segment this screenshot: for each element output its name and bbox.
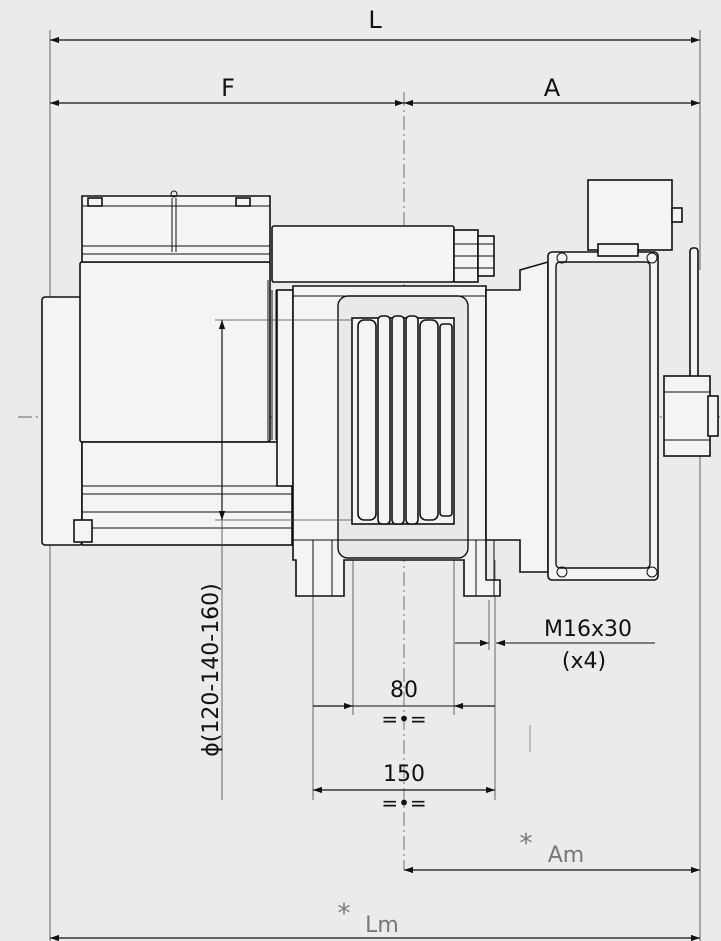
- dimension-f: F: [50, 74, 404, 107]
- dimension-am: * Am: [404, 829, 700, 874]
- dimension-l: L: [50, 6, 700, 44]
- dimension-80: 80 =•=: [313, 678, 495, 731]
- label-80: 80: [390, 678, 418, 703]
- dimension-diameter: ϕ(120-140-160): [199, 319, 352, 800]
- label-l: L: [368, 6, 382, 34]
- brake-lever: [663, 247, 719, 457]
- star-lm: *: [338, 899, 351, 929]
- label-150: 150: [383, 762, 425, 787]
- motor-body: [41, 261, 294, 546]
- fan-cover: [81, 190, 271, 263]
- dimension-150: 150 =•=: [313, 762, 495, 815]
- dimension-lm: * Lm: [50, 899, 700, 941]
- dimension-bolt: M16x30 (x4): [455, 617, 655, 674]
- label-a: A: [544, 74, 561, 102]
- label-lm: Lm: [365, 913, 399, 938]
- star-am: *: [520, 829, 533, 859]
- terminal-box: [271, 225, 495, 283]
- brake-flange: [485, 251, 659, 581]
- label-bolt-count: (x4): [562, 649, 606, 674]
- traction-sheave: [351, 315, 455, 525]
- symmetry-mark-80: =•=: [381, 707, 426, 731]
- encoder-box: [587, 179, 683, 257]
- label-diameter: ϕ(120-140-160): [199, 583, 224, 757]
- symmetry-mark-150: =•=: [381, 791, 426, 815]
- label-f: F: [221, 74, 235, 102]
- label-am: Am: [548, 843, 584, 868]
- label-bolt-spec: M16x30: [544, 617, 632, 642]
- dimension-a: A: [404, 74, 700, 107]
